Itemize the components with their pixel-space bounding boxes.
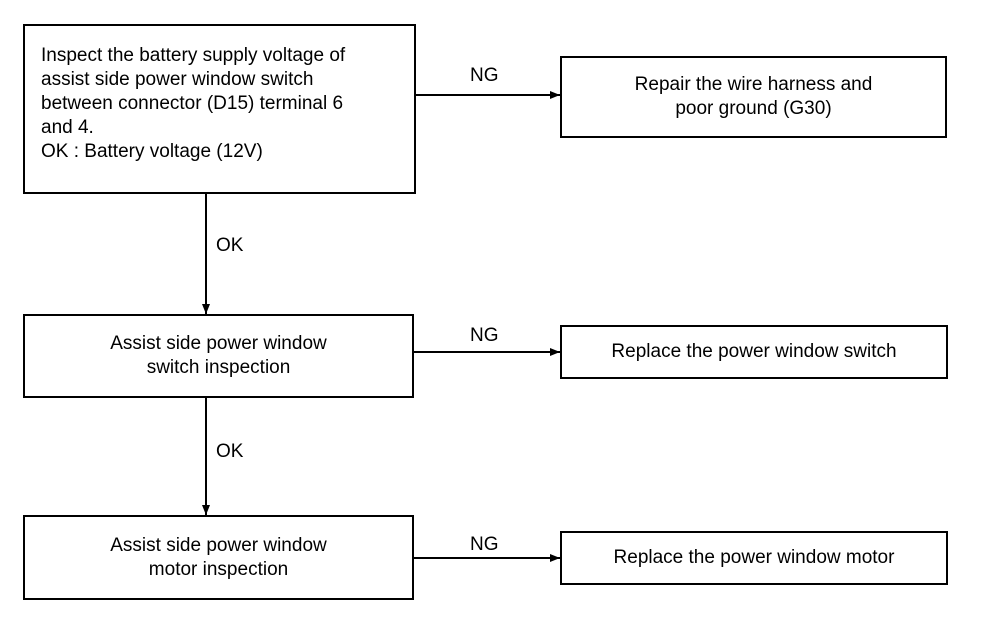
step2-ng-label: NG: [470, 325, 499, 346]
step1-inspection-box: Inspect the battery supply voltage of as…: [23, 24, 416, 194]
result2-replace-switch-box: Replace the power window switch: [560, 325, 948, 379]
step1-text-line: between connector (D15) terminal 6: [41, 93, 344, 114]
result1-text-line: Repair the wire harness and: [634, 74, 873, 95]
result2-text-line: Replace the power window switch: [611, 341, 897, 362]
result3-text-line: Replace the power window motor: [613, 547, 895, 568]
result1-repair-box: Repair the wire harness and poor ground …: [560, 56, 947, 138]
result3-replace-motor-box: Replace the power window motor: [560, 531, 948, 585]
step3-ng-label: NG: [470, 534, 499, 555]
step1-text-line: Inspect the battery supply voltage of: [41, 45, 346, 66]
step3-text-line: motor inspection: [148, 558, 289, 580]
step2-switch-inspection-box: Assist side power window switch inspecti…: [23, 314, 414, 398]
step1-ng-label: NG: [470, 65, 499, 86]
step1-text-line: assist side power window switch: [41, 69, 314, 90]
step2-ok-label: OK: [216, 441, 244, 462]
step2-text-line: switch inspection: [146, 357, 291, 378]
step3-text-line: Assist side power window: [110, 534, 327, 556]
step3-motor-inspection-box: Assist side power window motor inspectio…: [23, 515, 414, 600]
step2-text-line: Assist side power window: [110, 333, 327, 354]
result1-text-line: poor ground (G30): [675, 98, 832, 119]
step1-ok-label: OK: [216, 235, 244, 256]
step1-text-line: and 4.: [41, 117, 94, 138]
step1-text-line: OK : Battery voltage (12V): [41, 141, 263, 162]
